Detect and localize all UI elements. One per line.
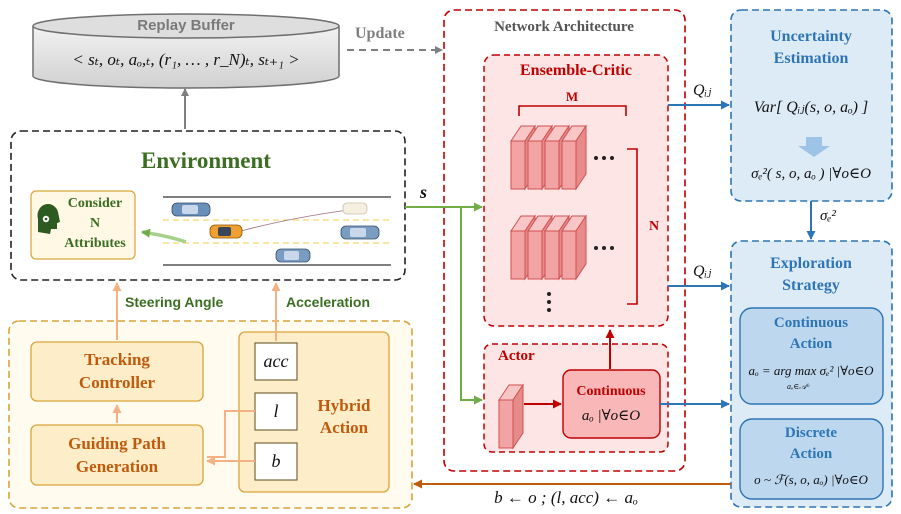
exploration-title-1: Exploration [770, 255, 852, 272]
car-blue-2 [340, 225, 380, 240]
discrete-action-title-2: Action [789, 446, 833, 462]
b-var: b [271, 451, 281, 471]
replay-buffer-cylinder [32, 13, 340, 89]
car-white-ghost [342, 202, 368, 215]
continuous-action-subscript: aₒ∈𝒜ᵒ [786, 382, 810, 391]
hybrid-action-title-1: Hybrid [317, 396, 371, 415]
guiding-path-title-2: Generation [75, 457, 159, 476]
network-architecture-title: Network Architecture [494, 19, 634, 35]
tracking-controller-title-2: Controller [78, 373, 156, 392]
l-var: l [273, 401, 279, 421]
continuous-action-title-1: Continuous [773, 315, 849, 331]
uncertainty-title-2: Estimation [773, 50, 849, 67]
head-gear-icon [37, 203, 60, 234]
uncertainty-title-1: Uncertainty [770, 28, 852, 45]
acceleration-label: Acceleration [286, 294, 371, 310]
tracking-controller-title-1: Tracking [84, 350, 150, 369]
state-label: s [420, 182, 428, 202]
continuous-output-formula: aₒ |∀o∈O [581, 408, 641, 424]
acc-var-box [254, 342, 298, 381]
acc-var: acc [263, 351, 289, 371]
discrete-action-formula: o ~ ℱ(s, o, aₒ) |∀o∈O [754, 472, 868, 487]
continuous-output-box [562, 369, 661, 439]
q-label-bottom: Qᵢⱼ [693, 263, 712, 280]
continuous-output-title: Continuous [576, 384, 646, 399]
continuous-action-formula: aₒ = arg max σₑ² |∀o∈O [748, 363, 874, 378]
continuous-action-box [739, 307, 884, 405]
consider-line-2: N [89, 216, 101, 231]
update-label: Update [355, 25, 405, 42]
continuous-action-title-2: Action [789, 336, 833, 352]
consider-line-3: Attributes [64, 236, 126, 251]
discrete-action-box [739, 418, 884, 500]
b-var-box [254, 442, 298, 481]
critic-stack-2 [510, 214, 614, 281]
car-blue-3 [275, 248, 311, 263]
vertical-ellipsis [547, 292, 551, 312]
down-arrow-icon [798, 137, 830, 157]
car-orange-ego [209, 224, 243, 239]
m-bracket [518, 105, 627, 116]
variance-formula: Var[ Qᵢⱼ(s, o, aₒ) ] [753, 99, 869, 116]
q-label-top: Qᵢⱼ [693, 82, 712, 99]
actor-title: Actor [498, 348, 535, 364]
n-label: N [649, 219, 660, 234]
environment-title: Environment [141, 148, 271, 173]
n-bracket [627, 148, 638, 305]
critic-stack-1 [510, 124, 614, 191]
state-arrows [405, 202, 483, 405]
discrete-action-title-1: Discrete [784, 425, 838, 441]
sigma-formula: σₑ²( s, o, aₒ ) |∀o∈O [751, 166, 871, 182]
guiding-path-box [30, 424, 204, 486]
replay-tuple: < sₜ, oₜ, aₒ,ₜ, (r₁, … , r_N)ₜ, sₜ₊₁ > [72, 50, 300, 69]
hybrid-action-title-2: Action [319, 418, 369, 437]
control-connectors [112, 282, 281, 466]
actor-layer [498, 383, 524, 450]
l-var-box [254, 392, 298, 431]
blue-arrows [660, 100, 816, 409]
m-label: M [565, 89, 579, 104]
tracking-controller-box [30, 341, 204, 402]
replay-buffer-title: Replay Buffer [137, 17, 235, 34]
guiding-path-title-1: Guiding Path [68, 434, 166, 453]
consider-attributes-box [30, 190, 136, 260]
car-blue-1 [171, 202, 211, 217]
consider-line-1: Consider [67, 196, 123, 211]
feedback-formula: b ← o ; (l, acc) ← aₒ [494, 488, 638, 507]
steering-angle-label: Steering Angle [125, 294, 224, 310]
perception-arrow [141, 228, 187, 244]
sigma-label: σₑ² [820, 208, 836, 224]
exploration-title-2: Strategy [782, 277, 840, 294]
ensemble-critic-title: Ensemble-Critic [520, 62, 632, 79]
